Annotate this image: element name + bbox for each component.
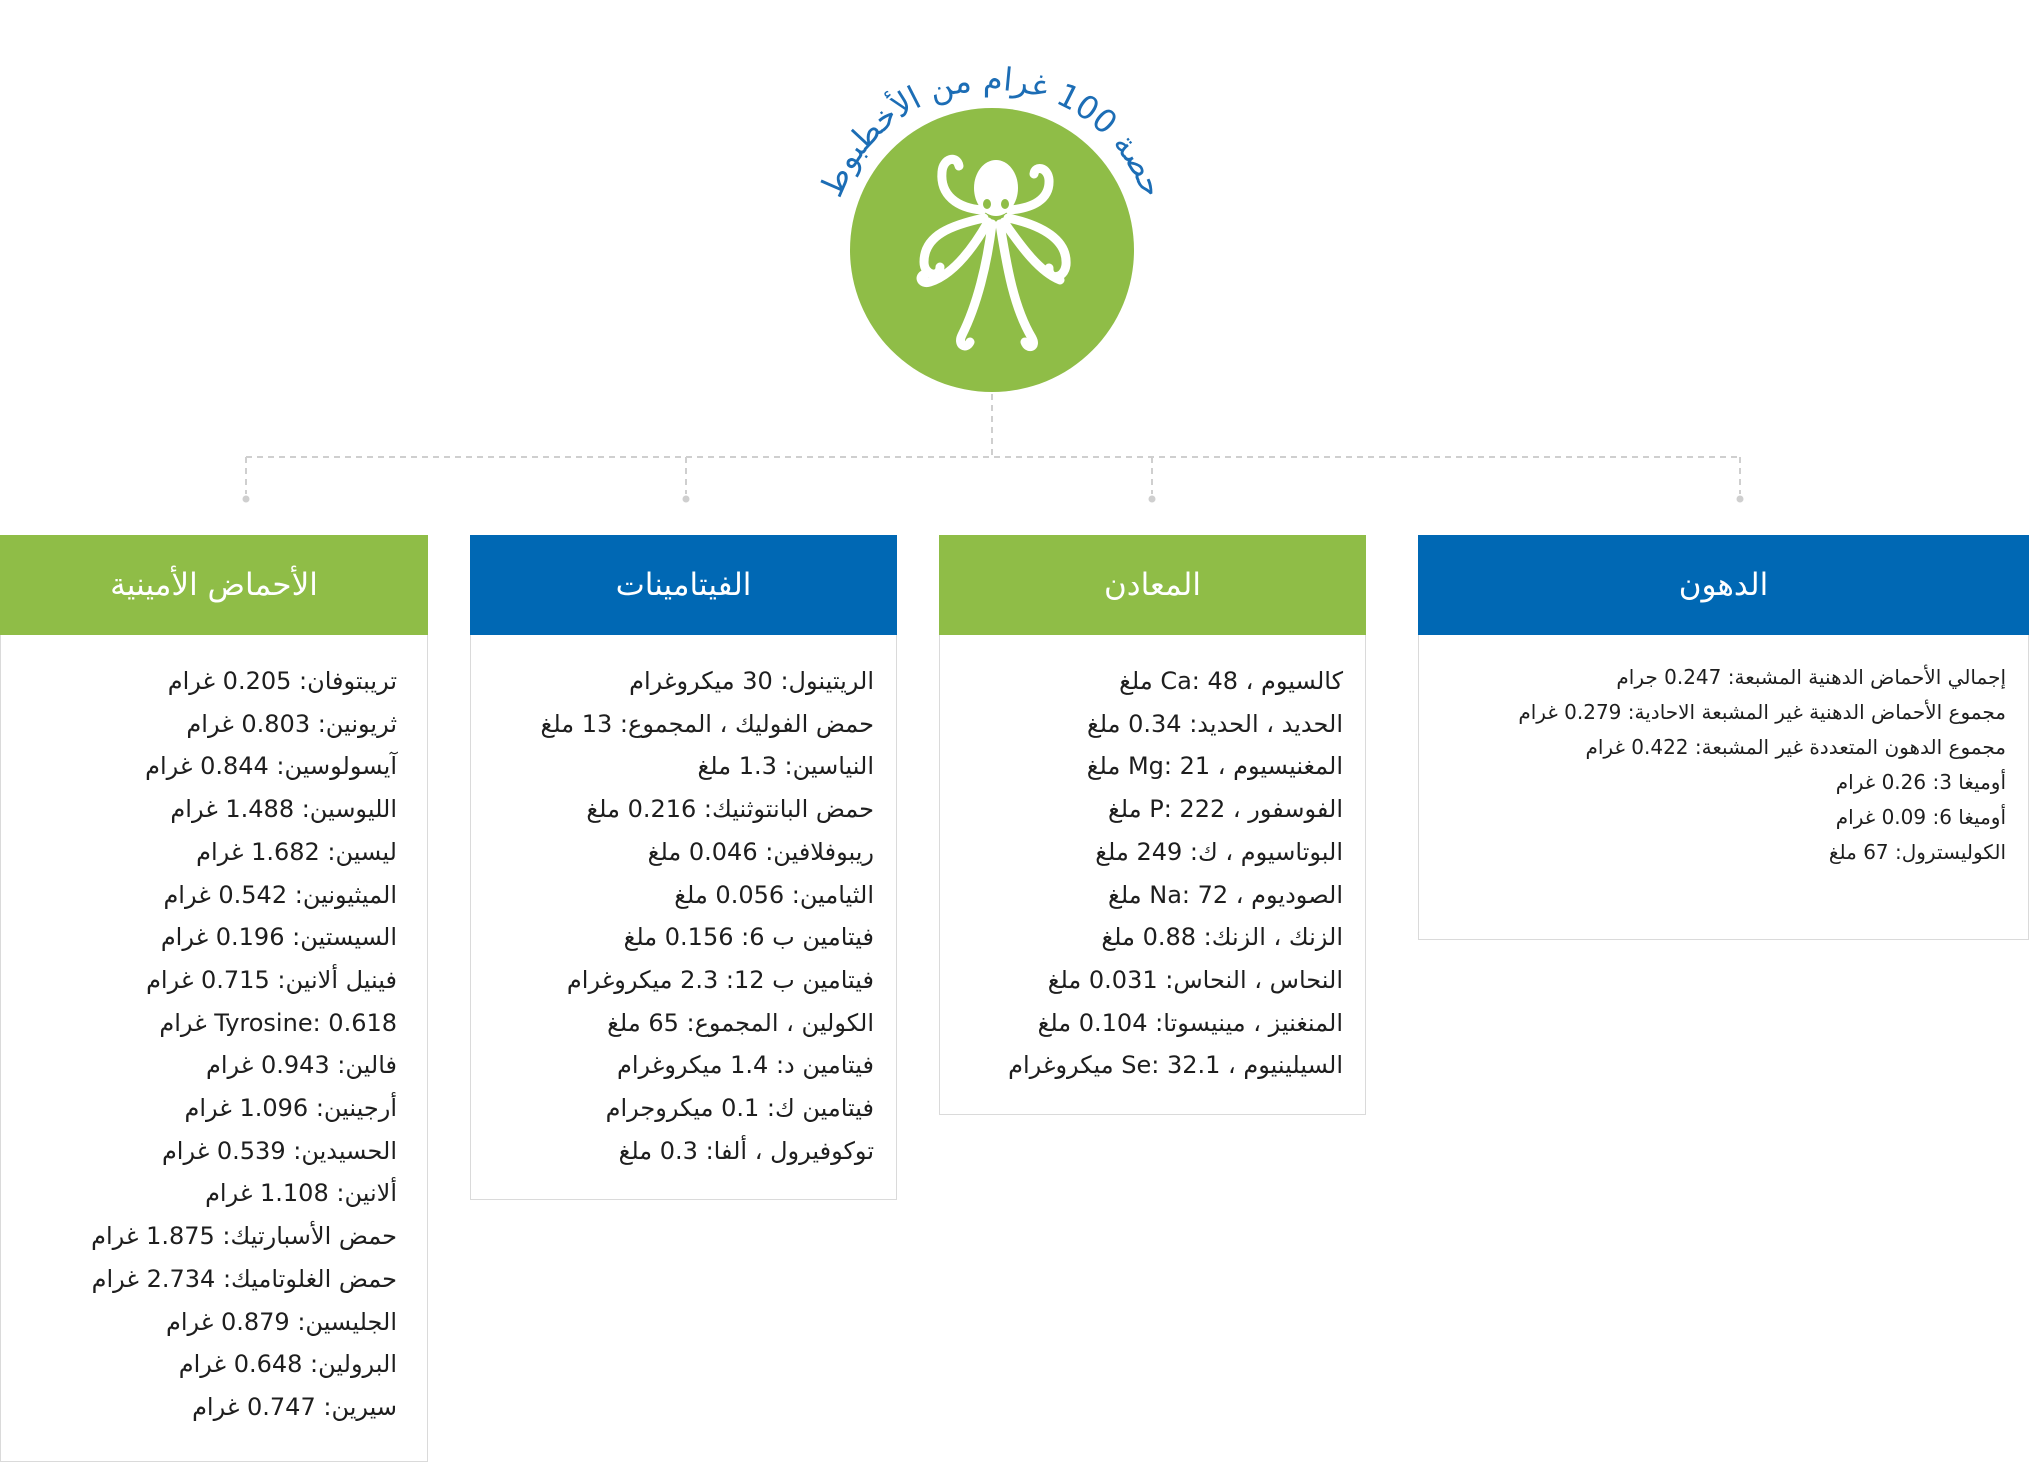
nutrient-item: حمض الأسبارتيك: 1.875 غرام: [91, 1222, 397, 1251]
nutrient-item: فيتامين د: 1.4 ميكروغرام: [617, 1051, 874, 1080]
connector-dot: [1148, 495, 1156, 503]
nutrient-item: الحديد ، الحديد: 0.34 ملغ: [1086, 709, 1343, 738]
nutrient-item: البوتاسيوم ، ك: 249 ملغ: [1095, 837, 1343, 866]
nutrient-item: الجليسين: 0.879 غرام: [166, 1307, 397, 1336]
section-title: الفيتامينات: [615, 567, 752, 603]
nutrient-item: الصوديوم ، Na: 72 ملغ: [1108, 880, 1343, 909]
section-vitamins: الفيتامينات الريتينول: 30 ميكروغرام حمض …: [470, 535, 897, 1200]
nutrient-item: السيستين: 0.196 غرام: [160, 923, 397, 952]
nutrient-item: حمض البانتوثنيك: 0.216 ملغ: [586, 795, 874, 824]
connector-dots: [242, 495, 1744, 503]
nutrient-item: توكوفيرول ، ألفا: 0.3 ملغ: [618, 1136, 874, 1165]
nutrient-item: آيسولوسين: 0.844 غرام: [145, 752, 397, 781]
nutrient-item: فيتامين ب 6: 0.156 ملغ: [623, 923, 874, 952]
nutrient-item: النحاس ، النحاس: 0.031 ملغ: [1047, 965, 1343, 994]
nutrient-item: مجموع الدهون المتعددة غير المشبعة: 0.422…: [1585, 735, 2006, 759]
nutrient-item: الكوليسترول: 67 ملغ: [1828, 840, 2006, 864]
connector-dot: [1736, 495, 1744, 503]
nutrient-list: كالسيوم ، Ca: 48 ملغ الحديد ، الحديد: 0.…: [939, 635, 1366, 1115]
section-title: المعادن: [1104, 567, 1201, 603]
nutrient-item: سيرين: 0.747 غرام: [192, 1392, 397, 1421]
section-header: الدهون: [1418, 535, 2029, 635]
section-title: الدهون: [1678, 567, 1769, 603]
nutrient-item: كالسيوم ، Ca: 48 ملغ: [1119, 667, 1343, 695]
nutrient-list: إجمالي الأحماض الدهنية المشبعة: 0.247 جر…: [1418, 635, 2029, 940]
nutrient-item: فالين: 0.943 غرام: [206, 1051, 397, 1080]
nutrient-item: الفوسفور ، P: 222 ملغ: [1108, 795, 1343, 824]
connector-dot: [682, 495, 690, 503]
nutrient-item: السيلينيوم ، Se: 32.1 ميكروغرام: [1008, 1051, 1343, 1080]
nutrient-item: النياسين: 1.3 ملغ: [697, 752, 875, 781]
nutrient-list: تريبتوفان: 0.205 غرام ثريونين: 0.803 غرا…: [0, 635, 428, 1462]
nutrient-item: الميثيونين: 0.542 غرام: [163, 880, 397, 909]
section-fats: الدهون إجمالي الأحماض الدهنية المشبعة: 0…: [1418, 535, 2029, 940]
nutrient-item: ليسين: 1.682 غرام: [196, 837, 397, 866]
nutrient-item: المنغنيز ، مينيسوتا: 0.104 ملغ: [1037, 1008, 1343, 1037]
nutrient-item: المغنيسيوم ، Mg: 21 ملغ: [1086, 752, 1343, 781]
section-title: الأحماض الأمينية: [110, 567, 318, 603]
connector-dot: [242, 495, 250, 503]
nutrient-item: الكولين ، المجموع: 65 ملغ: [607, 1008, 874, 1037]
nutrient-item: ثريونين: 0.803 غرام: [186, 709, 397, 738]
nutrient-item: الريتينول: 30 ميكروغرام: [629, 667, 874, 695]
nutrient-list: الريتينول: 30 ميكروغرام حمض الفوليك ، ال…: [470, 635, 897, 1200]
nutrient-item: تريبتوفان: 0.205 غرام: [167, 667, 397, 695]
nutrient-item: إجمالي الأحماض الدهنية المشبعة: 0.247 جر…: [1616, 665, 2006, 689]
connector-lines: [245, 394, 1741, 494]
nutrient-item: الحسيدين: 0.539 غرام: [161, 1136, 397, 1165]
nutrient-item: الزنك ، الزنك: 0.88 ملغ: [1101, 923, 1343, 952]
section-amino-acids: الأحماض الأمينية تريبتوفان: 0.205 غرام ث…: [0, 535, 428, 1462]
nutrient-item: Tyrosine: 0.618 غرام: [159, 1008, 397, 1037]
nutrient-item: البرولين: 0.648 غرام: [178, 1350, 397, 1379]
section-header: المعادن: [939, 535, 1366, 635]
nutrient-item: الثيامين: 0.056 ملغ: [674, 880, 874, 909]
nutrient-item: أرجينين: 1.096 غرام: [184, 1094, 397, 1123]
nutrient-item: فينيل ألانين: 0.715 غرام: [146, 965, 397, 994]
nutrient-item: ريبوفلافين: 0.046 ملغ: [647, 837, 874, 866]
nutrient-item: مجموع الأحماض الدهنية غير المشبعة الاحاد…: [1518, 700, 2006, 724]
section-minerals: المعادن كالسيوم ، Ca: 48 ملغ الحديد ، ال…: [939, 535, 1366, 1115]
nutrient-item: ألانين: 1.108 غرام: [205, 1179, 397, 1208]
nutrient-item: أوميغا 3: 0.26 غرام: [1835, 770, 2006, 794]
nutrient-item: حمض الغلوتاميك: 2.734 غرام: [91, 1264, 397, 1293]
nutrient-item: أوميغا 6: 0.09 غرام: [1835, 805, 2006, 829]
nutrient-item: الليوسين: 1.488 غرام: [170, 795, 397, 824]
section-header: الأحماض الأمينية: [0, 535, 428, 635]
nutrient-item: فيتامين ك: 0.1 ميكروجرام: [605, 1094, 874, 1123]
nutrient-item: حمض الفوليك ، المجموع: 13 ملغ: [540, 709, 874, 738]
nutrient-item: فيتامين ب 12: 2.3 ميكروغرام: [566, 965, 874, 994]
octopus-icon: [916, 154, 1071, 352]
section-header: الفيتامينات: [470, 535, 897, 635]
